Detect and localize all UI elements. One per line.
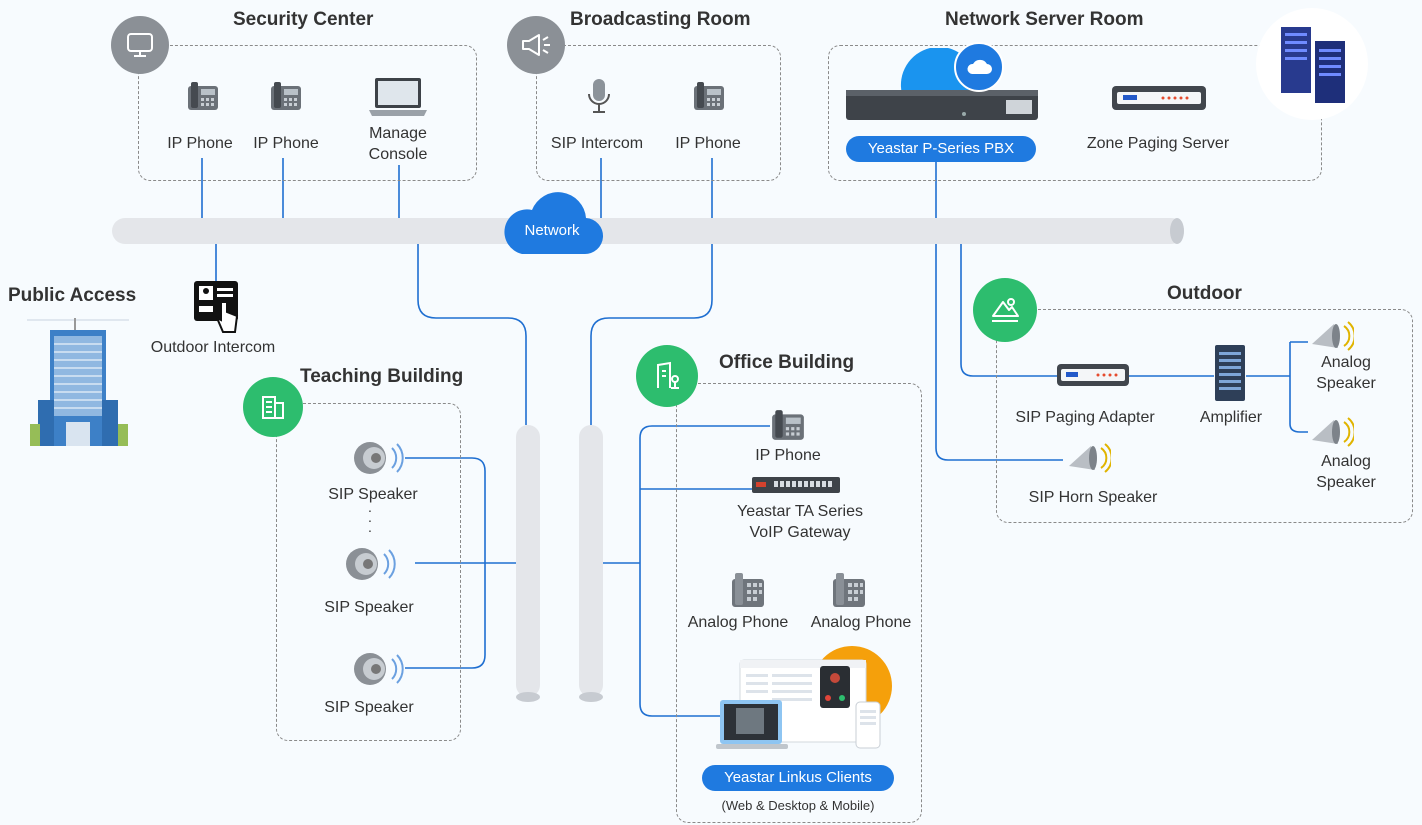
pbx-label-pill: Yeastar P-Series PBX xyxy=(846,136,1036,162)
vertical-pipe-office xyxy=(579,425,603,697)
sip-intercom-label: SIP Intercom xyxy=(550,135,644,152)
ip-phone-icon xyxy=(770,408,806,447)
security-ip-phone-1-label: IP Phone xyxy=(167,135,233,152)
office-building-title: Office Building xyxy=(719,352,855,373)
linkus-platforms-label: (Web & Desktop & Mobile) xyxy=(721,798,875,813)
sip-paging-adapter-label: SIP Paging Adapter xyxy=(1015,409,1155,426)
teaching-building-title: Teaching Building xyxy=(300,366,464,387)
sip-horn-speaker-label: SIP Horn Speaker xyxy=(1028,489,1158,506)
speaker-icon xyxy=(342,546,396,587)
server-rack-badge-icon xyxy=(1256,8,1368,120)
outdoor-title: Outdoor xyxy=(1167,283,1242,304)
gateway-icon xyxy=(752,475,842,500)
security-center-zone xyxy=(138,45,477,181)
ip-phone-icon xyxy=(186,80,220,117)
analog-phone-2-label: Analog Phone xyxy=(810,614,912,631)
outdoor-intercom-label: Outdoor Intercom xyxy=(150,339,276,356)
monitor-badge-icon xyxy=(111,16,169,74)
sip-speaker-1-label: SIP Speaker xyxy=(328,486,418,503)
amplifier-label: Amplifier xyxy=(1199,409,1263,426)
network-bus xyxy=(112,218,1184,244)
analog-phone-icon xyxy=(831,571,867,614)
network-cloud: Network xyxy=(500,186,604,258)
microphone-icon xyxy=(586,78,612,119)
sip-speaker-2-label: SIP Speaker xyxy=(324,599,414,616)
analog-speaker-icon xyxy=(1308,414,1356,455)
building-icon xyxy=(26,316,132,453)
network-label: Network xyxy=(524,222,580,239)
paging-server-icon xyxy=(1111,84,1207,117)
ip-phone-icon xyxy=(269,80,303,117)
speaker-icon xyxy=(350,651,404,692)
manage-console-label: Manage Console xyxy=(368,125,428,163)
sip-speaker-3-label: SIP Speaker xyxy=(324,699,414,716)
analog-phone-1-label: Analog Phone xyxy=(687,614,789,631)
cloud-badge-icon xyxy=(954,42,1004,92)
broadcast-ip-phone-label: IP Phone xyxy=(675,135,741,152)
analog-phone-icon xyxy=(730,571,766,614)
office-building-zone xyxy=(676,383,922,823)
cloud-icon xyxy=(504,192,604,255)
office-ip-phone-label: IP Phone xyxy=(755,447,821,464)
building-badge-icon xyxy=(243,377,303,437)
outdoor-zone xyxy=(996,309,1413,523)
speaker-icon xyxy=(350,440,404,481)
voip-gateway-label: Yeastar TA Series VoIP Gateway xyxy=(737,503,863,541)
analog-speaker-2-label: Analog Speaker xyxy=(1316,453,1376,491)
network-server-room-title: Network Server Room xyxy=(945,9,1144,30)
broadcasting-room-zone xyxy=(536,45,781,181)
amplifier-icon xyxy=(1214,344,1246,407)
outdoor-intercom-icon xyxy=(193,280,241,339)
pbx-appliance xyxy=(846,46,1042,128)
public-access-title: Public Access xyxy=(8,285,137,306)
zone-paging-server-label: Zone Paging Server xyxy=(1086,135,1230,152)
teaching-building-zone xyxy=(276,403,461,741)
security-center-title: Security Center xyxy=(233,9,374,30)
horn-speaker-icon xyxy=(1065,440,1113,481)
vertical-pipe-teaching xyxy=(516,425,540,697)
laptop-icon xyxy=(368,76,428,123)
paging-adapter-icon xyxy=(1056,362,1130,393)
linkus-clients-illustration xyxy=(716,646,896,756)
ellipsis-dots: · · · xyxy=(367,502,373,538)
office-badge-icon xyxy=(636,345,698,407)
megaphone-badge-icon xyxy=(507,16,565,74)
ip-phone-icon xyxy=(692,80,726,117)
broadcasting-room-title: Broadcasting Room xyxy=(570,9,751,30)
linkus-clients-pill: Yeastar Linkus Clients xyxy=(702,765,894,791)
security-ip-phone-2-label: IP Phone xyxy=(253,135,319,152)
landscape-badge-icon xyxy=(973,278,1037,342)
analog-speaker-1-label: Analog Speaker xyxy=(1316,354,1376,392)
